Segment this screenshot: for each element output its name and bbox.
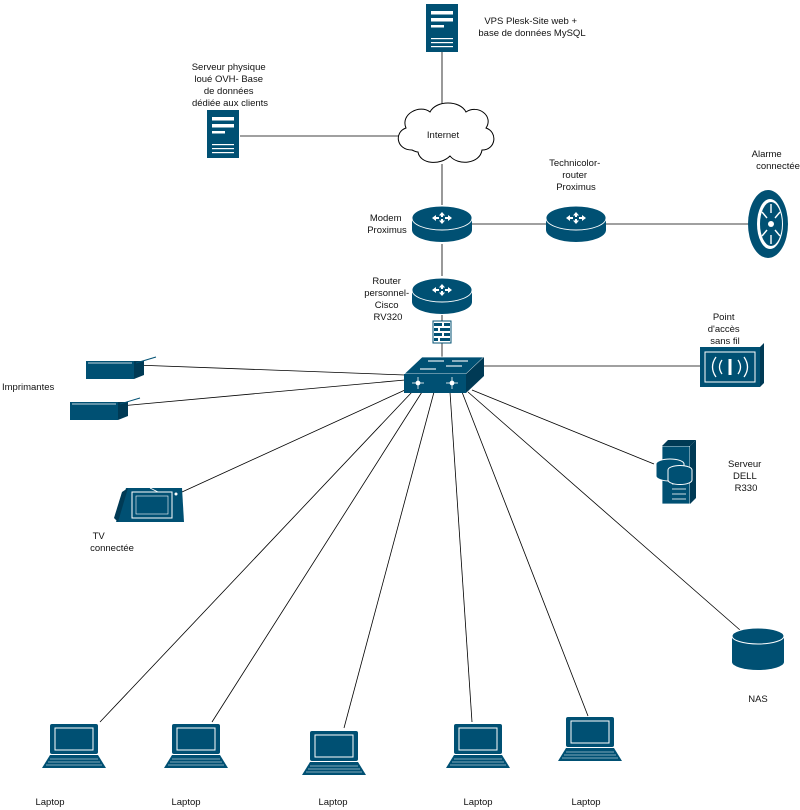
database-server-icon[interactable] [655,440,696,505]
laptop-icon[interactable] [41,723,107,769]
dell-label: Serveur DELL R330 [728,459,764,494]
ap-label: Point d'accès sans fil [708,312,743,347]
laptop-label: Laptop [571,797,600,808]
router-label: Router personnel- Cisco RV320 [364,276,412,323]
internet-cloud-icon[interactable] [397,102,495,163]
connection-lines [99,52,748,729]
switch-icon[interactable] [402,356,486,393]
vps-server-icon[interactable] [426,4,458,52]
laptop-icon[interactable] [445,723,511,769]
technicolor-router-icon[interactable] [545,205,607,243]
vps-label: VPS Plesk-Site web + base de données MyS… [478,16,585,39]
modem-router-icon[interactable] [411,205,473,243]
tablet-tv-icon[interactable] [114,487,184,522]
printer-icon[interactable] [85,356,157,380]
nas-label: NAS [748,694,768,705]
alarm-sensor-icon[interactable] [748,190,788,258]
laptop-label: Laptop [318,797,347,808]
printer-icon[interactable] [69,397,141,421]
laptop-icon[interactable] [557,716,623,762]
alarme-label: Alarme connectée [752,149,800,172]
nas-storage-icon[interactable] [731,627,785,670]
imprimantes-label: Imprimantes [2,382,55,393]
laptop-label: Laptop [171,797,200,808]
laptop-label: Laptop [463,797,492,808]
laptop-icon[interactable] [163,723,229,769]
ovh-label: Serveur physique loué OVH- Base de donné… [192,62,269,109]
internet-label: Internet [427,130,460,141]
firewall-icon[interactable] [432,320,452,344]
modem-label: Modem Proximus [367,213,407,236]
wireless-access-point-icon[interactable] [700,343,764,387]
technicolor-label: Technicolor- router Proximus [549,158,603,193]
ovh-server-icon[interactable] [207,110,239,158]
personal-router-icon[interactable] [411,277,473,315]
laptop-label: Laptop [35,797,64,808]
laptop-icon[interactable] [301,730,367,776]
tv-label: TV connectée [90,531,134,554]
